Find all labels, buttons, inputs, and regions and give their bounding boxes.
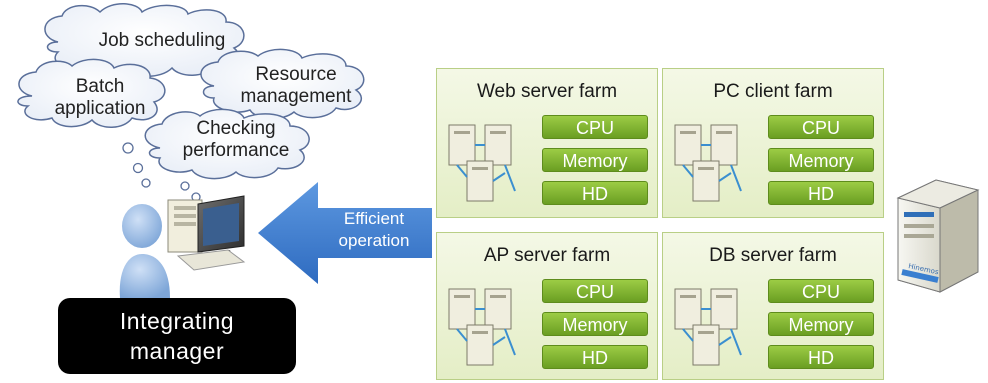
resource-hd: HD: [542, 345, 648, 369]
person-with-computer-icon: [119, 195, 246, 298]
cloud-checking-performance: [144, 108, 310, 180]
farm-title: Web server farm: [476, 81, 618, 102]
resource-memory: Memory: [542, 148, 648, 172]
resource-cpu: CPU: [542, 115, 648, 139]
resource-memory: Memory: [542, 312, 648, 336]
resource-hd: HD: [768, 345, 874, 369]
server-cluster-icon: [448, 124, 516, 202]
thought-bubbles: [122, 142, 201, 200]
cloud-label-checking-performance: Checking performance: [182, 118, 290, 161]
resource-cpu: CPU: [768, 279, 874, 303]
farm-title: PC client farm: [713, 81, 833, 102]
cloud-label-job-scheduling: Job scheduling: [98, 30, 226, 51]
resource-cpu: CPU: [542, 279, 648, 303]
server-cluster-icon: [674, 124, 742, 202]
management-server-icon: Hinemos: [896, 179, 980, 293]
integrating-manager-text: Integrating manager: [119, 308, 235, 364]
cloud-batch-application: [17, 58, 166, 128]
farm-pc-client: PC client farm CPU Memory HD: [662, 68, 884, 218]
farm-web-server: Web server farm CPU Memory HD: [436, 68, 658, 218]
integrating-manager-label: Integrating manager: [58, 298, 296, 374]
farm-title: AP server farm: [483, 245, 611, 266]
resource-memory: Memory: [768, 148, 874, 172]
cloud-label-batch-application: Batch application: [54, 76, 146, 119]
efficient-operation-label: Efficient operation: [338, 209, 410, 250]
resource-hd: HD: [768, 181, 874, 205]
thought-clouds: [17, 3, 365, 200]
server-cluster-icon: [448, 288, 516, 366]
resource-cpu: CPU: [768, 115, 874, 139]
resource-memory: Memory: [768, 312, 874, 336]
efficient-operation-arrow: [258, 182, 432, 284]
server-cluster-icon: [674, 288, 742, 366]
resource-hd: HD: [542, 181, 648, 205]
farm-title: DB server farm: [709, 245, 837, 266]
cloud-label-resource-management: Resource management: [240, 64, 352, 107]
farm-db-server: DB server farm CPU Memory HD: [662, 232, 884, 380]
farm-ap-server: AP server farm CPU Memory HD: [436, 232, 658, 380]
